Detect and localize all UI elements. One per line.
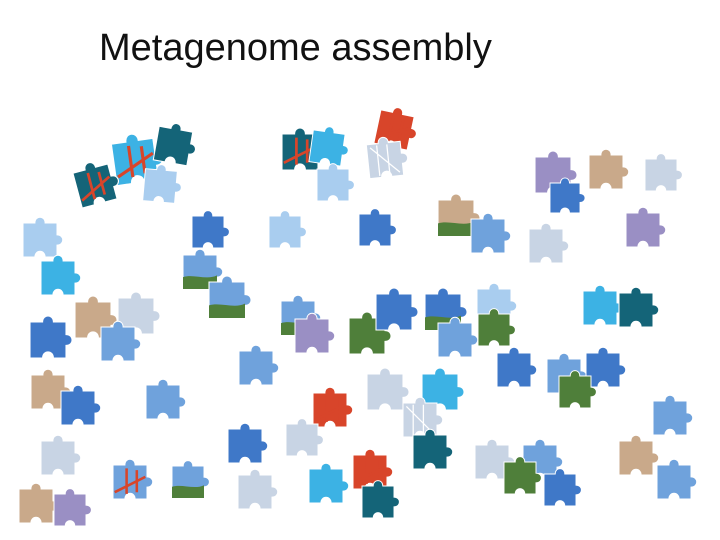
puzzle-piece: [373, 103, 422, 152]
puzzle-piece: [503, 456, 542, 495]
puzzle-piece: [582, 284, 624, 326]
puzzle-piece: [375, 287, 419, 331]
puzzle-piece: [625, 206, 667, 248]
puzzle-piece: [294, 312, 336, 354]
puzzle-piece: [109, 129, 167, 187]
puzzle-piece: [656, 458, 698, 500]
puzzle-piece: [618, 286, 660, 328]
puzzle-piece: [40, 434, 82, 476]
puzzle-piece: [308, 462, 350, 504]
puzzle-piece: [227, 422, 269, 464]
puzzle-piece: [361, 480, 400, 519]
puzzle-piece: [352, 448, 394, 490]
puzzle-piece: [316, 163, 355, 202]
puzzle-piece: [308, 124, 352, 168]
puzzle-piece: [477, 308, 516, 347]
puzzle-piece: [142, 162, 184, 205]
puzzle-piece: [70, 155, 124, 209]
puzzle-piece: [29, 315, 73, 359]
puzzle-piece: [358, 208, 397, 247]
puzzle-piece: [53, 488, 92, 527]
puzzle-piece: [588, 148, 630, 190]
puzzle-piece: [238, 344, 280, 386]
slide-title: Metagenome assembly: [99, 27, 492, 69]
puzzle-piece: [237, 468, 279, 510]
puzzle-piece: [652, 394, 694, 436]
puzzle-piece: [312, 386, 354, 428]
puzzle-piece: [191, 210, 230, 249]
puzzle-piece: [558, 370, 597, 409]
puzzle-piece: [22, 216, 64, 258]
puzzle-piece: [40, 254, 82, 296]
puzzle-piece: [549, 177, 586, 214]
puzzle-piece: [528, 222, 570, 264]
puzzle-piece: [402, 396, 444, 438]
puzzle-piece: [152, 120, 200, 168]
puzzle-piece: [644, 153, 683, 192]
puzzle-piece: [171, 460, 210, 499]
puzzle-piece: [18, 482, 60, 524]
puzzle-piece: [285, 418, 324, 457]
puzzle-piece: [585, 346, 627, 388]
puzzle-piece: [470, 212, 512, 254]
puzzle-piece: [268, 210, 307, 249]
puzzle-piece: [437, 193, 481, 237]
puzzle-piece: [100, 320, 142, 362]
puzzle-piece: [543, 468, 582, 507]
puzzle-piece: [412, 428, 454, 470]
puzzle-piece: [145, 378, 187, 420]
puzzle-piece: [60, 384, 102, 426]
puzzle-piece: [618, 434, 660, 476]
puzzle-piece: [208, 275, 252, 319]
puzzle-piece: [496, 346, 538, 388]
puzzle-piece: [365, 134, 410, 180]
puzzle-piece: [112, 458, 154, 500]
puzzle-piece: [437, 316, 479, 358]
